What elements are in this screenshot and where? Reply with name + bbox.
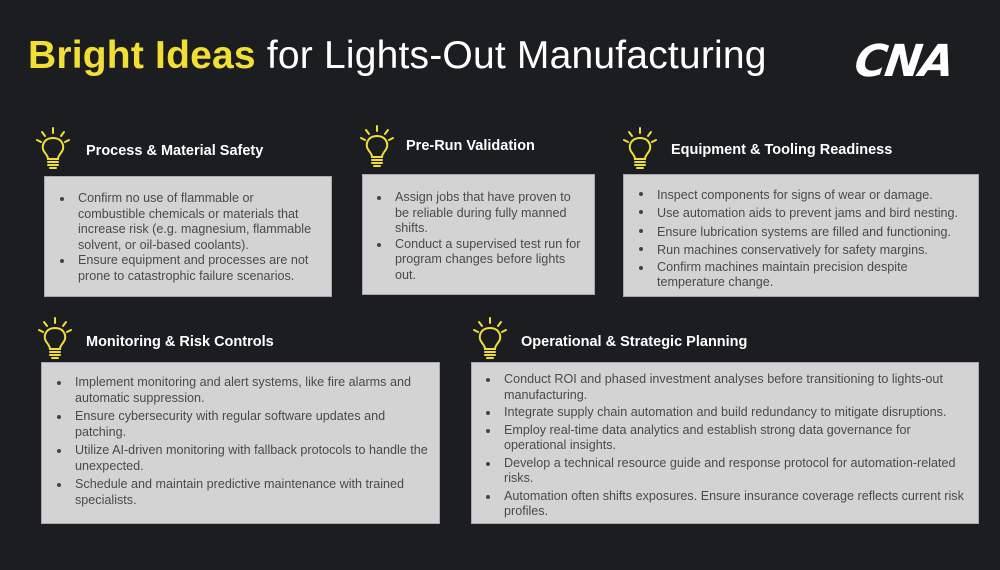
list-item: Run machines conservatively for safety m… — [639, 241, 970, 259]
list-item: Use automation aids to prevent jams and … — [639, 204, 970, 222]
list-item: Employ real-time data analytics and esta… — [486, 423, 970, 454]
title-highlight: Bright Ideas — [28, 34, 256, 77]
list-item: Utilize AI-driven monitoring with fallba… — [57, 443, 428, 473]
list-item: Ensure equipment and processes are not p… — [60, 253, 321, 284]
card-title: Monitoring & Risk Controls — [86, 334, 274, 350]
list-item: Integrate supply chain automation and bu… — [486, 405, 970, 421]
lightbulb-icon — [36, 127, 70, 169]
cna-logo: CNA — [851, 36, 956, 87]
list-item: Ensure lubrication systems are filled an… — [639, 223, 970, 241]
list-item: Conduct ROI and phased investment analys… — [486, 372, 970, 403]
card-title: Operational & Strategic Planning — [521, 334, 748, 350]
lightbulb-icon — [473, 317, 507, 359]
card-title: Equipment & Tooling Readiness — [671, 142, 893, 158]
list-item: Ensure cybersecurity with regular softwa… — [57, 409, 429, 440]
list-item: Implement monitoring and alert systems, … — [57, 375, 429, 406]
list-item: Schedule and maintain predictive mainten… — [57, 477, 429, 508]
lightbulb-icon — [360, 125, 394, 167]
card-title: Pre-Run Validation — [406, 138, 535, 154]
lightbulb-icon — [38, 317, 72, 359]
list-item: Conduct a supervised test run for progra… — [377, 237, 584, 284]
list-item: Inspect components for signs of wear or … — [639, 186, 970, 204]
lightbulb-icon — [623, 127, 657, 169]
list-item: Automation often shifts exposures. Ensur… — [486, 489, 970, 520]
title-rest: for Lights-Out Manufacturing — [255, 34, 767, 77]
list-item: Confirm no use of flammable or combustib… — [60, 191, 321, 253]
list-item: Confirm machines maintain precision desp… — [639, 260, 970, 291]
list-item: Assign jobs that have proven to be relia… — [377, 190, 584, 237]
page-title: Bright Ideas for Lights-Out Manufacturin… — [28, 34, 767, 78]
card-title: Process & Material Safety — [86, 143, 264, 159]
list-item: Develop a technical resource guide and r… — [486, 456, 970, 487]
